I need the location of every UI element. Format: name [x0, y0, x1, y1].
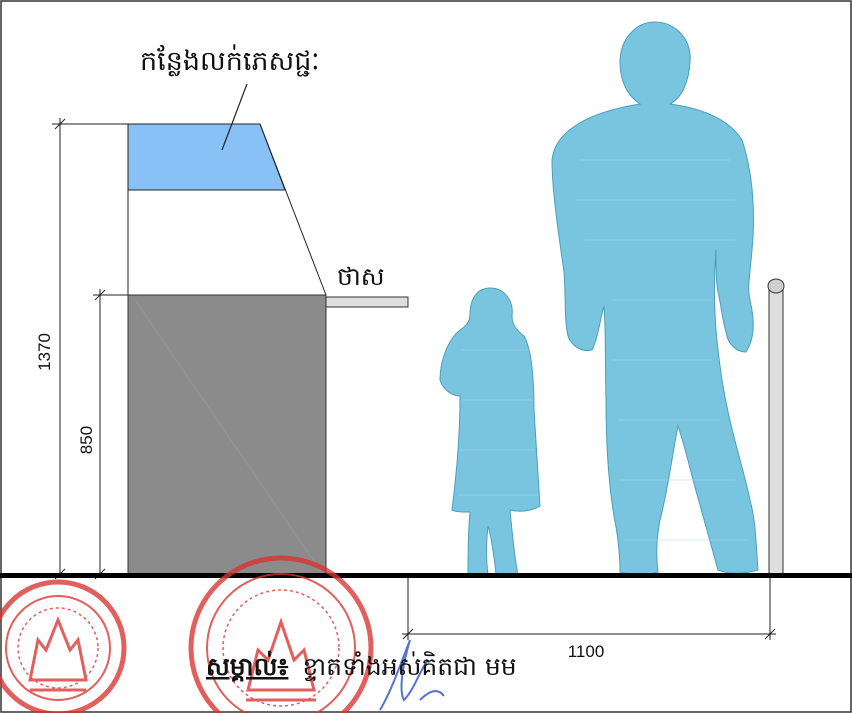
child-figure	[439, 287, 541, 578]
dimension-1100	[402, 578, 776, 640]
shelf-label: ថាស	[337, 262, 385, 291]
signature	[379, 639, 445, 711]
dimension-1100-label: 1100	[568, 642, 605, 661]
dimension-850-label: 850	[77, 426, 96, 454]
display-area-box	[127, 123, 286, 191]
ground-line	[0, 573, 852, 578]
counter-body	[127, 294, 327, 576]
seal-stamp-right	[188, 555, 374, 713]
note-title: សម្គាល់៖	[206, 650, 288, 682]
kiosk-slanted-side	[259, 123, 327, 296]
child-figure-texture	[458, 349, 538, 496]
bollard-cap	[767, 278, 785, 294]
shelf	[325, 296, 409, 308]
display-area-label: កន្លែងលក់ភេសជ្ជៈ	[140, 44, 320, 77]
seal-stamp-left	[0, 579, 127, 713]
adult-figure-texture	[575, 159, 748, 541]
note-text: ខ្ទាតទាំងអស់គិតជា មម	[302, 651, 516, 682]
bollard-post	[768, 283, 784, 577]
note: សម្គាល់៖ ខ្ទាតទាំងអស់គិតជា មម	[206, 650, 517, 682]
counter-texture	[134, 299, 321, 571]
dimension-1370-label: 1370	[35, 333, 54, 371]
display-area-leader	[221, 83, 248, 151]
